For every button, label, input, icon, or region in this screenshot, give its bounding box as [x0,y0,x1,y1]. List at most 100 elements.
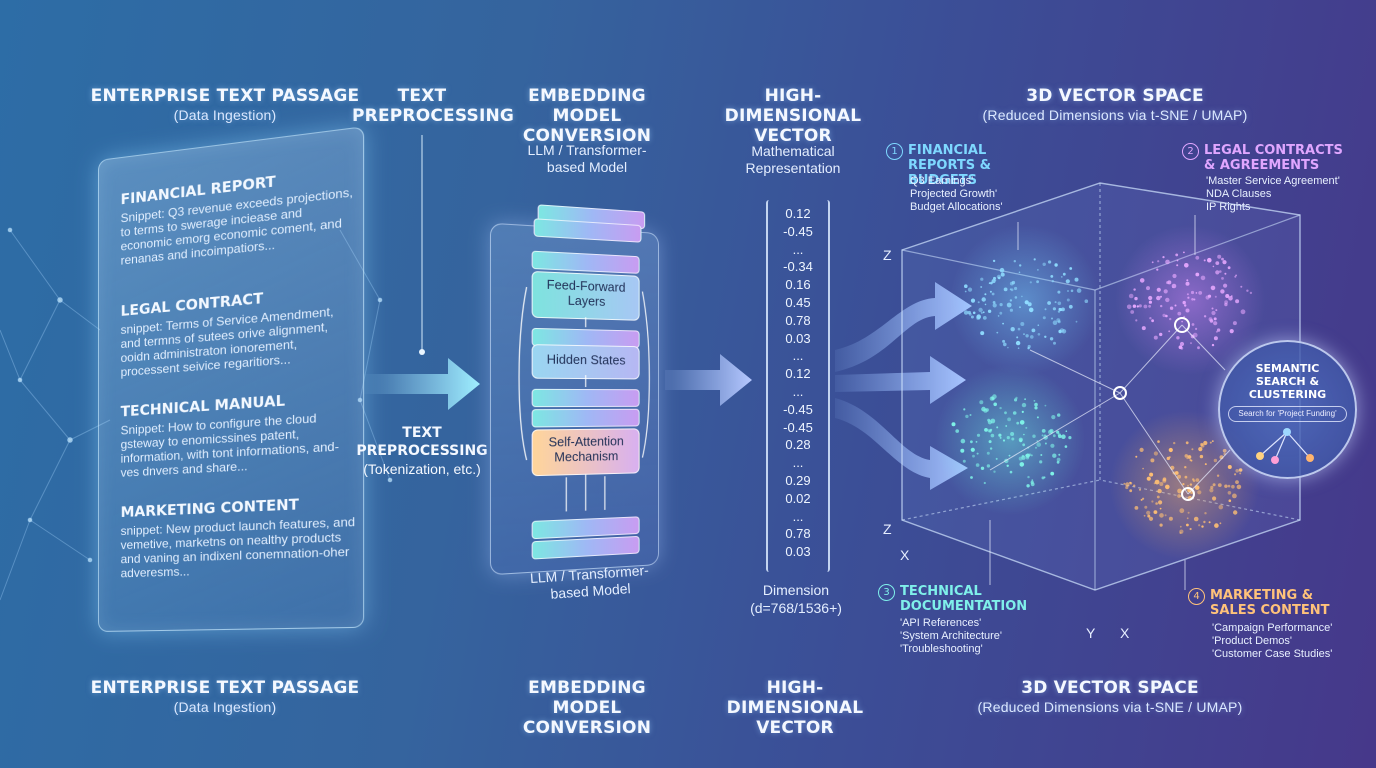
embedding-point [989,290,992,293]
embedding-point [1047,301,1051,305]
embedding-point [989,396,995,401]
embedding-point [1197,490,1202,495]
embedding-point [1204,512,1207,515]
embedding-point [972,311,976,315]
embedding-point [1200,275,1206,281]
embedding-point [1190,342,1192,345]
embedding-point [996,274,1002,279]
embedding-point [1246,289,1249,292]
embedding-point [1020,322,1025,326]
embedding-point [1231,295,1233,297]
embedding-point [1213,317,1217,321]
embedding-point [1203,315,1207,318]
embedding-point [1021,455,1026,460]
embedding-point [1220,289,1225,294]
dimension-label: Dimension [762,582,830,598]
embedding-point [995,457,998,460]
embedding-point [986,464,991,468]
embedding-point [1150,458,1155,463]
embedding-point [1187,296,1190,299]
embedding-point [1039,460,1043,464]
embedding-point [1017,327,1021,331]
embedding-point [1217,483,1222,487]
embedding-point [1221,257,1224,261]
embedding-point [970,298,976,303]
embedding-point [989,447,993,450]
embedding-point [1029,281,1032,284]
embedding-point [975,463,980,467]
embedding-point [1215,330,1218,333]
embedding-point [1197,346,1200,350]
embedding-point [1157,260,1160,263]
embedding-point [1014,296,1018,299]
embedding-point [969,414,972,416]
embedding-point [1184,466,1187,469]
embedding-point [1187,455,1192,459]
embedding-point [1213,336,1218,341]
embedding-point [987,309,992,313]
cluster-number: 3 [878,584,895,601]
embedding-point [1123,482,1126,485]
embedding-point [1034,406,1038,410]
cluster-item: 'API References' [900,617,982,629]
embedding-point [1075,320,1078,323]
cluster-item: IP Rights [1206,201,1251,213]
embedding-point [1139,278,1145,283]
embedding-point [1218,504,1224,510]
embedding-point [1009,281,1014,286]
vector-value: 0.02 [785,490,811,506]
embedding-point [1018,271,1021,274]
header-enterprise-text: ENTERPRISE TEXT PASSAGE (Data Ingestion) [90,86,360,124]
embedding-point [987,420,993,425]
vector-value: ... [792,384,804,399]
embedding-point [1211,343,1215,347]
embedding-point [990,433,995,438]
embedding-point [1184,454,1189,458]
embedding-point [1177,311,1182,316]
embedding-point [1154,479,1160,485]
embedding-point [1164,514,1167,517]
cluster-item: 'Product Demos' [1212,635,1293,647]
embedding-point [1198,291,1203,295]
embedding-point [1174,471,1179,475]
embedding-point [991,292,995,296]
embedding-point [1212,265,1215,268]
embedding-point [1184,304,1187,307]
embedding-point [1026,484,1030,488]
embedding-point [1005,425,1008,427]
header-space-sub: (Reduced Dimensions via t-SNE / UMAP) [982,107,1248,123]
embedding-point [1165,259,1170,265]
embedding-point [1175,253,1179,257]
embedding-point [1224,272,1227,275]
embedding-point [1002,439,1006,442]
embedding-point [984,293,987,296]
embedding-point [1179,529,1184,534]
header-embedding-model: EMBEDDING MODEL CONVERSION [494,86,680,146]
embedding-point [970,440,973,444]
embedding-point [1050,471,1055,476]
embedding-point [1148,300,1152,304]
embedding-point [975,441,978,443]
embedding-point [1192,332,1198,338]
embedding-point [1033,258,1036,261]
embedding-point [1195,272,1200,277]
embedding-point [964,284,968,289]
embedding-point [1182,483,1185,486]
embedding-point [968,312,972,316]
embedding-point [996,426,999,429]
header-text-preprocessing: TEXT PREPROCESSING [352,86,514,126]
embedding-point [1203,520,1206,524]
footer-embedding-model: EMBEDDING MODEL CONVERSION [494,678,680,738]
embedding-point [1189,527,1192,531]
embedding-point [1133,288,1136,291]
embedding-point [1184,263,1189,268]
embedding-point [980,286,983,288]
embedding-point [1013,260,1016,263]
embedding-point [1213,458,1218,463]
embedding-point [1142,467,1144,470]
embedding-point [1006,302,1012,308]
vector-value: 0.28 [785,437,811,453]
embedding-point [1177,488,1182,494]
